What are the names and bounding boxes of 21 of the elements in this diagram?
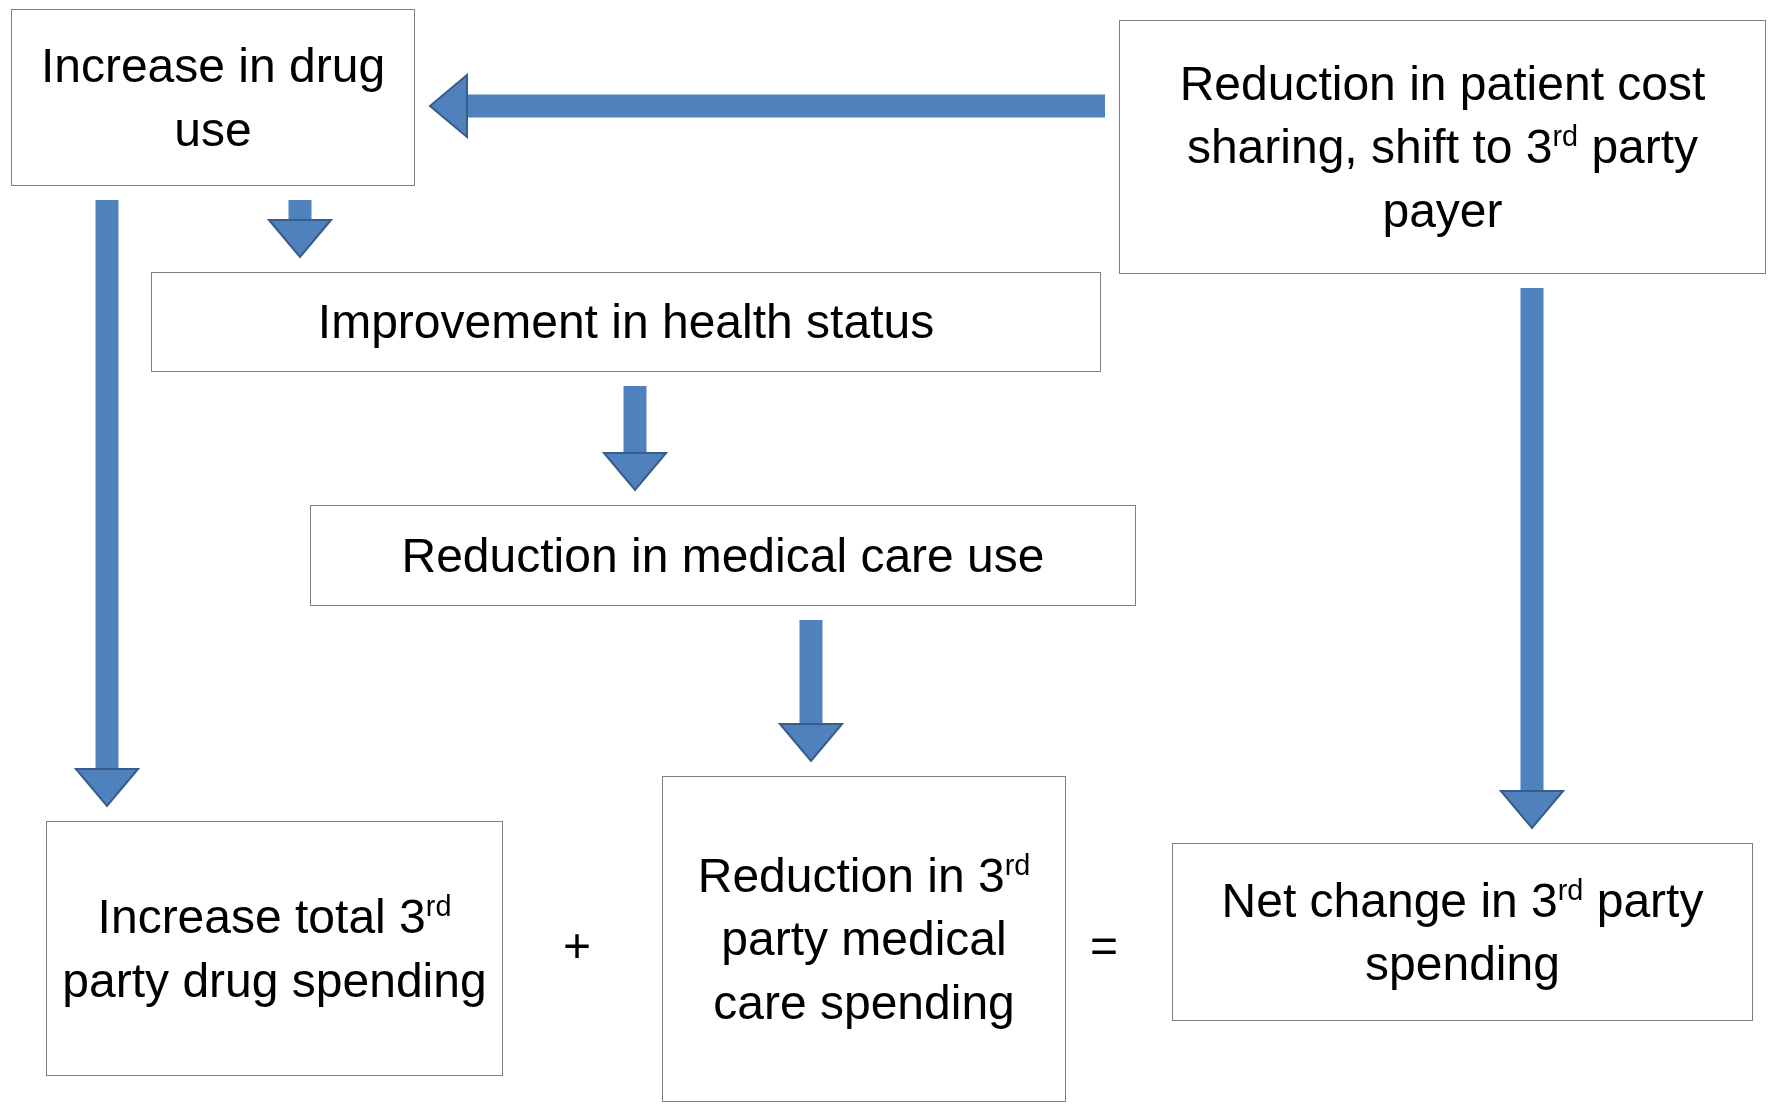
block-arrow xyxy=(429,74,1105,138)
operator-symbol: = xyxy=(1090,917,1118,973)
process-box xyxy=(46,821,503,1076)
box-text: Improvement in health status xyxy=(317,294,935,351)
process-box xyxy=(1119,20,1766,274)
box-text: Increase total 3$^{rd}$ party drug spending xyxy=(61,889,488,1009)
process-box xyxy=(310,505,1136,606)
process-box xyxy=(11,9,415,186)
block-arrow xyxy=(75,200,139,807)
block-arrow xyxy=(603,386,667,491)
process-box xyxy=(1172,843,1753,1021)
box-text: Increase in drug use xyxy=(39,38,387,158)
block-arrow xyxy=(268,200,332,258)
box-text: Reduction in patient cost sharing, shift to 3$^{rd}$ party payer xyxy=(1178,55,1707,239)
box-text: Net change in 3$^{rd}$ party spending xyxy=(1220,872,1705,992)
block-arrow xyxy=(1500,288,1564,829)
box-text: Reduction in medical care use xyxy=(401,527,1045,584)
process-box xyxy=(662,776,1066,1102)
process-box xyxy=(151,272,1101,372)
operator-symbol: + xyxy=(563,917,591,973)
box-text: Reduction in 3$^{rd}$ party medical care spending xyxy=(696,847,1032,1031)
